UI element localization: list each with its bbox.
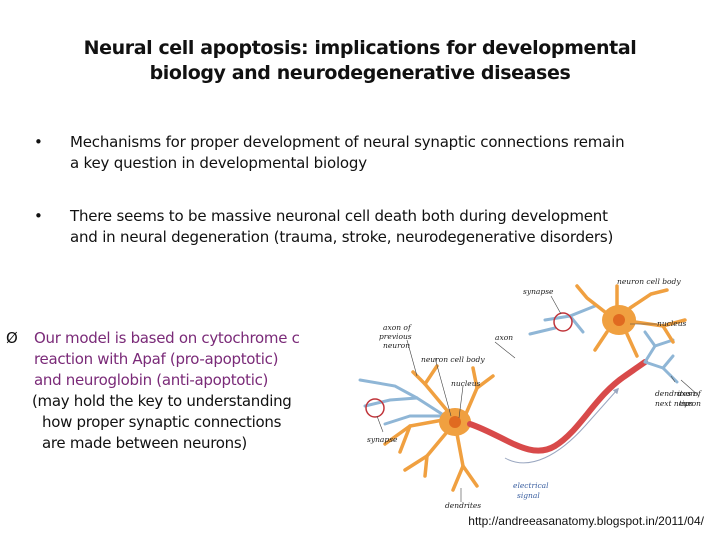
label-axon-tips-2: tips bbox=[679, 399, 693, 408]
label-neuron-cell-body-mid: neuron cell body bbox=[421, 355, 485, 364]
label-synapse-top: synapse bbox=[523, 287, 554, 296]
bullet-2-line-1: There seems to be massive neuronal cell … bbox=[70, 207, 608, 225]
label-axon: axon bbox=[495, 333, 513, 342]
arrow-bullet-icon: Ø bbox=[6, 329, 18, 347]
bullet-item-2: • There seems to be massive neuronal cel… bbox=[34, 206, 694, 248]
label-nucleus-mid: nucleus bbox=[451, 379, 481, 388]
label-axon-prev-3: neuron bbox=[383, 341, 410, 350]
upper-neuron-nucleus bbox=[613, 314, 625, 326]
label-electrical-2: signal bbox=[517, 491, 540, 500]
lower-neuron-nucleus bbox=[449, 416, 461, 428]
label-dendrites: dendrites bbox=[445, 501, 481, 510]
model-statement: Ø Our model is based on cytochrome c rea… bbox=[6, 328, 346, 454]
label-dendrites-next-1: dendrites of bbox=[655, 389, 702, 398]
model-note-line-2: how proper synaptic connections bbox=[42, 413, 282, 431]
label-dendrites-next-2: next neuron bbox=[655, 399, 701, 408]
label-axon-tips-1: axon bbox=[677, 389, 695, 398]
source-url: http://andreeasanatomy.blogspot.in/2011/… bbox=[468, 514, 704, 528]
model-note-line-1: (may hold the key to understanding bbox=[32, 392, 292, 410]
axon-path bbox=[467, 359, 648, 454]
electrical-signal-arrow bbox=[504, 387, 619, 464]
synapse-circle-left bbox=[365, 398, 385, 418]
title-line-2: biology and neurodegenerative diseases bbox=[149, 62, 571, 85]
bullet-2-line-2: and in neural degeneration (trauma, stro… bbox=[70, 228, 614, 246]
upper-neuron-dendrites bbox=[575, 284, 687, 358]
bullet-dot: • bbox=[34, 133, 43, 151]
model-note-line-3: are made between neurons) bbox=[42, 434, 247, 452]
upper-neuron-blue-dendrites bbox=[528, 304, 597, 336]
label-nucleus-right: nucleus bbox=[657, 319, 687, 328]
model-line-3: and neuroglobin (anti-apoptotic) bbox=[34, 371, 269, 389]
label-synapse-left: synapse bbox=[367, 435, 398, 444]
label-axon-prev-1: axon of bbox=[383, 323, 412, 332]
dendrites-next-label: dendrites of next neuron bbox=[655, 389, 702, 408]
title-line-1: Neural cell apoptosis: implications for … bbox=[83, 37, 637, 59]
axon-tips bbox=[643, 330, 679, 384]
label-neuron-cell-body-top: neuron cell body bbox=[617, 277, 681, 286]
neuron-diagram: synapse neuron cell body nucleus axon of… bbox=[358, 277, 700, 510]
slide-title: Neural cell apoptosis: implications for … bbox=[40, 36, 680, 87]
synapse-circle-top bbox=[553, 312, 573, 332]
bullet-1-line-1: Mechanisms for proper development of neu… bbox=[70, 133, 625, 151]
bullet-item-1: • Mechanisms for proper development of n… bbox=[34, 132, 694, 174]
bullet-dot: • bbox=[34, 207, 43, 225]
bullet-1-line-2: a key question in developmental biology bbox=[70, 154, 367, 172]
model-line-2: reaction with Apaf (pro-apoptotic) bbox=[34, 350, 279, 368]
label-axon-prev-2: previous bbox=[379, 332, 412, 341]
model-line-1: Our model is based on cytochrome c bbox=[34, 329, 300, 347]
label-electrical-1: electrical bbox=[513, 481, 549, 490]
leader-lines bbox=[376, 295, 700, 502]
